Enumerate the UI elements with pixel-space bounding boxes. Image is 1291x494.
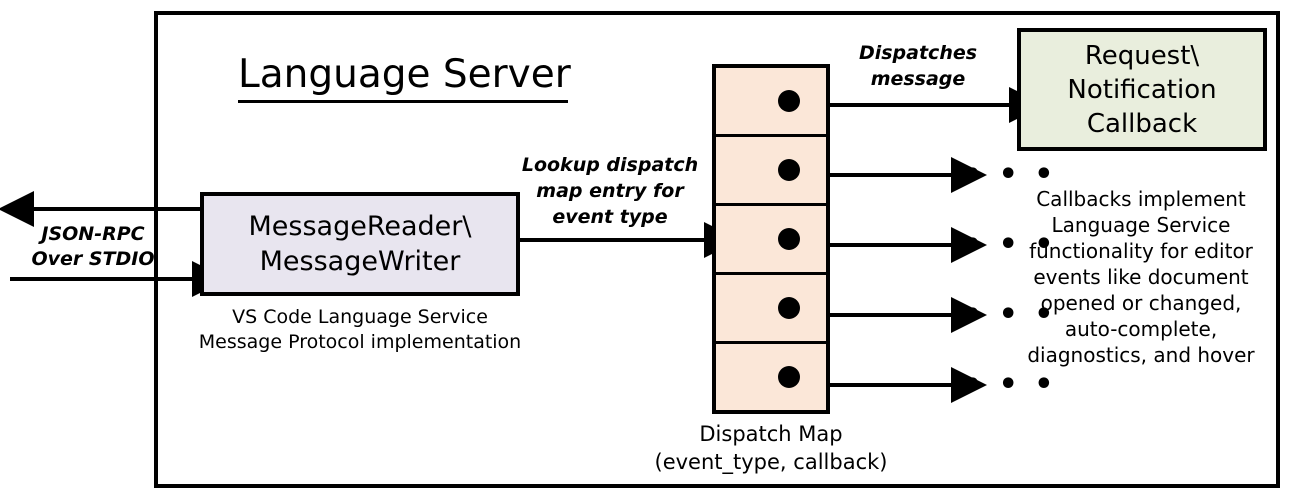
language-server-boundary — [154, 11, 1280, 488]
jsonrpc-label-line1: JSON-RPC — [41, 223, 145, 245]
message-caption-line1: VS Code Language Service — [232, 306, 488, 328]
callback-note-line4: events like document — [1033, 265, 1249, 289]
request-notification-callback-box[interactable]: Request\ Notification Callback — [1017, 28, 1267, 151]
callback-pointer-dot — [778, 159, 800, 181]
message-box-title-line2: MessageWriter — [259, 246, 461, 277]
ellipsis-row-2: • • • — [963, 157, 1057, 192]
page-title: Language Server — [238, 52, 571, 103]
callback-note-line7: diagnostics, and hover — [1027, 343, 1255, 367]
callback-note-line6: auto-complete, — [1064, 317, 1218, 341]
dispatch-map-row[interactable] — [716, 275, 826, 344]
dispatch-map-table[interactable] — [712, 64, 830, 414]
callback-title-line3: Callback — [1086, 108, 1198, 139]
dispatch-map-row[interactable] — [716, 344, 826, 410]
callback-pointer-dot — [778, 90, 800, 112]
callback-note-line3: functionality for editor — [1029, 239, 1253, 263]
jsonrpc-transport-label: JSON-RPC Over STDIO — [18, 222, 168, 272]
jsonrpc-label-line2: Over STDIO — [31, 248, 155, 270]
ellipsis-row-5: • • • — [963, 367, 1057, 402]
lookup-label-line3: event type — [552, 206, 668, 228]
lookup-dispatch-label: Lookup dispatch map entry for event type — [512, 152, 708, 230]
message-reader-writer-box[interactable]: MessageReader\ MessageWriter — [200, 192, 520, 296]
lookup-label-line1: Lookup dispatch — [521, 154, 699, 176]
dispatch-map-row[interactable] — [716, 68, 826, 137]
dispatches-message-label: Dispatches message — [836, 40, 1000, 92]
dispatch-map-row[interactable] — [716, 206, 826, 275]
callback-note-line5: opened or changed, — [1040, 291, 1242, 315]
dispatch-map-row[interactable] — [716, 137, 826, 206]
dispatch-label-line1: Dispatches — [858, 42, 978, 64]
lookup-label-line2: map entry for — [536, 180, 684, 202]
callback-pointer-dot — [778, 366, 800, 388]
callback-pointer-dot — [778, 228, 800, 250]
dispatch-map-caption-line1: Dispatch Map — [699, 422, 843, 446]
callback-note-line2: Language Service — [1051, 213, 1231, 237]
callback-title-line1: Request\ — [1084, 40, 1200, 71]
message-reader-writer-caption: VS Code Language Service Message Protoco… — [190, 305, 530, 355]
callback-note-line1: Callbacks implement — [1036, 187, 1246, 211]
callback-description-note: Callbacks implement Language Service fun… — [1006, 186, 1276, 368]
callback-pointer-dot — [778, 297, 800, 319]
dispatch-map-caption: Dispatch Map (event_type, callback) — [640, 420, 902, 476]
callback-title-line2: Notification — [1067, 74, 1217, 105]
message-caption-line2: Message Protocol implementation — [198, 331, 522, 353]
message-box-title-line1: MessageReader\ — [248, 211, 472, 242]
dispatch-label-line2: message — [870, 68, 966, 90]
dispatch-map-caption-line2: (event_type, callback) — [654, 450, 888, 474]
